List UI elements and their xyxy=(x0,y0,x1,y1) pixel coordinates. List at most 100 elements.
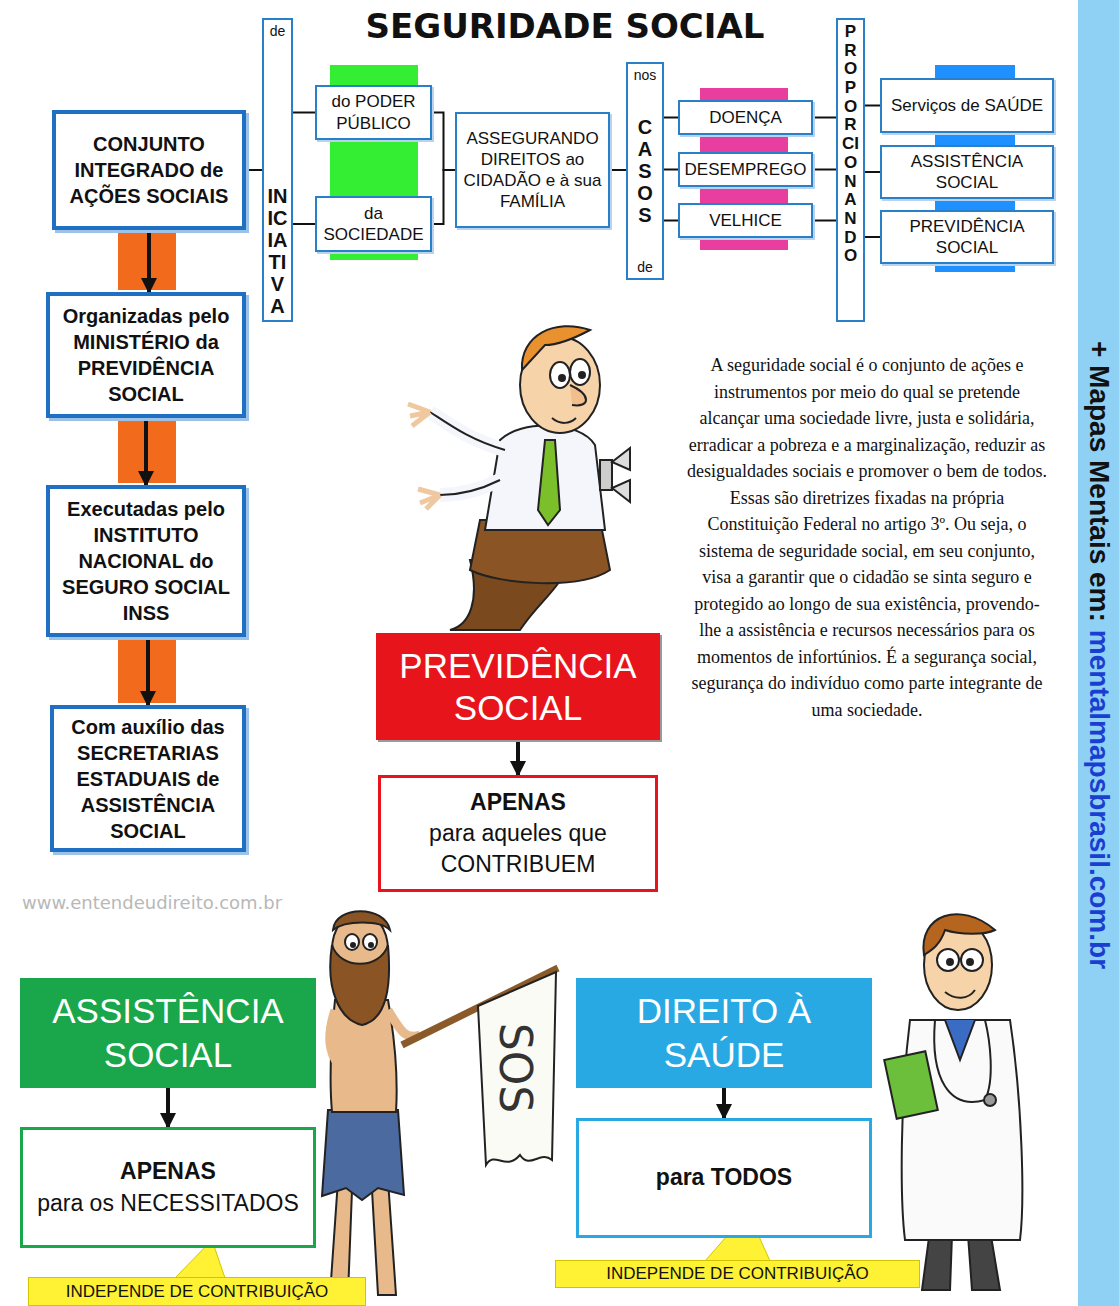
connector-line xyxy=(610,169,626,171)
node-text: para os NECESSITADOS xyxy=(37,1188,299,1219)
node-text: do PODER PÚBLICO xyxy=(321,91,426,134)
node-text: Com auxílio das SECRETARIAS ESTADUAIS de… xyxy=(60,714,236,844)
case-box: DOENÇA xyxy=(678,100,813,135)
organization-box: Executadas pelo INSTITUTO NACIONAL do SE… xyxy=(46,485,246,637)
action-box: CONJUNTO INTEGRADO de AÇÕES SOCIAIS xyxy=(52,110,246,230)
description-text: A seguridade social é o conjunto de açõe… xyxy=(686,352,1048,723)
vertical-box: nosCASOSde xyxy=(626,62,664,280)
vertical-box: PROPORCIONANDO xyxy=(836,18,865,322)
homeless-man-part xyxy=(363,934,377,950)
doctor-part xyxy=(923,914,995,955)
connector-line xyxy=(865,171,880,173)
connector-line xyxy=(246,169,262,171)
doctor-part xyxy=(984,1094,996,1106)
clockwork-man-part xyxy=(612,448,630,502)
source-box: do PODER PÚBLICO xyxy=(315,85,432,140)
node-text: PREVIDÊNCIA SOCIAL xyxy=(376,645,660,729)
flow-arrow xyxy=(147,230,151,292)
color-band-part xyxy=(118,232,176,290)
service-box: ASSISTÊNCIA SOCIAL xyxy=(880,145,1054,199)
node-text: para TODOS xyxy=(656,1162,792,1193)
service-box: Serviços de SAÚDE xyxy=(880,78,1054,133)
node-text: mentalmapsbrasil.com.br xyxy=(1084,630,1115,969)
source-box: da SOCIEDADE xyxy=(315,196,432,252)
homeless-man-part xyxy=(351,943,355,947)
node-text: Serviços de SAÚDE xyxy=(891,95,1043,116)
clockwork-man-part xyxy=(440,480,500,495)
flag-text: SOS xyxy=(490,1023,541,1114)
node-text: DIREITO À SAÚDE xyxy=(576,989,872,1077)
callout-note: INDEPENDE DE CONTRIBUIÇÃO xyxy=(28,1277,366,1306)
node-text: INDEPENDE DE CONTRIBUIÇÃO xyxy=(606,1264,869,1284)
connector-line xyxy=(664,169,678,171)
clockwork-man-part xyxy=(440,480,500,495)
flow-arrow xyxy=(722,1088,726,1118)
connector-line xyxy=(432,170,455,224)
homeless-man-part xyxy=(330,945,389,1025)
flow-arrow xyxy=(166,1088,170,1127)
node-text: Organizadas pelo MINISTÉRIO da PREVIDÊNC… xyxy=(56,303,236,407)
case-box: DESEMPREGO xyxy=(678,152,813,187)
diagram-title: SEGURIDADE SOCIAL xyxy=(330,6,800,46)
doctor-part xyxy=(937,949,959,971)
node-text: + Mapas Mentais em: xyxy=(1084,341,1115,622)
homeless-man-part xyxy=(388,1010,420,1036)
clockwork-man xyxy=(408,326,630,630)
node-text: para aqueles que CONTRIBUEM xyxy=(385,818,651,880)
connector-line xyxy=(664,220,678,222)
connector-line xyxy=(813,220,836,222)
clockwork-man-part xyxy=(559,375,565,381)
node-text: PREVIDÊNCIA SOCIAL xyxy=(886,216,1048,259)
clockwork-man-part xyxy=(430,412,505,450)
color-band-part xyxy=(118,639,176,703)
node-text: DOENÇA xyxy=(709,107,782,128)
homeless-man-part xyxy=(330,1010,345,1070)
node-text: APENAS xyxy=(470,787,566,818)
doctor-part xyxy=(945,1020,975,1060)
homeless-man-part xyxy=(333,911,390,930)
pillar-body: APENASpara os NECESSITADOS xyxy=(20,1127,316,1248)
connector-line xyxy=(293,223,315,225)
callout-note: INDEPENDE DE CONTRIBUIÇÃO xyxy=(555,1260,920,1288)
clockwork-man-part xyxy=(408,404,440,509)
doctor-part xyxy=(884,1051,938,1118)
flow-arrow xyxy=(144,418,148,485)
connector-line xyxy=(813,169,836,171)
connector-line xyxy=(813,117,836,119)
doctor-part xyxy=(945,990,975,998)
service-box: PREVIDÊNCIA SOCIAL xyxy=(880,210,1054,264)
organization-box: Organizadas pelo MINISTÉRIO da PREVIDÊNC… xyxy=(46,292,246,418)
organization-box: Com auxílio das SECRETARIAS ESTADUAIS de… xyxy=(50,705,246,852)
clockwork-man-part xyxy=(538,440,560,525)
homeless-man-part xyxy=(478,972,556,1165)
node-text: de xyxy=(270,23,286,39)
clockwork-man-part xyxy=(579,372,585,378)
node-text: ASSISTÊNCIA SOCIAL xyxy=(20,989,316,1077)
pillar-header: ASSISTÊNCIA SOCIAL xyxy=(20,978,316,1088)
vertical-text: CASOS xyxy=(635,116,655,226)
node-text: ASSEGURANDO DIREITOS ao CIDADÃO e à sua … xyxy=(461,128,604,213)
connector-line xyxy=(293,112,315,114)
node-text: INDEPENDE DE CONTRIBUIÇÃO xyxy=(66,1282,329,1302)
pillar-header: DIREITO À SAÚDE xyxy=(576,978,872,1088)
connector-line xyxy=(865,105,880,107)
doctor-part xyxy=(934,1020,991,1102)
clockwork-man-part xyxy=(550,362,570,388)
watermark: www.entendeudireito.com.br xyxy=(22,892,282,913)
node-text: de xyxy=(637,259,653,275)
doctor xyxy=(884,914,1022,1290)
clockwork-man-part xyxy=(430,412,505,450)
pillar-body: APENASpara aqueles que CONTRIBUEM xyxy=(378,775,658,892)
clockwork-man-part xyxy=(570,385,586,405)
doctor-part xyxy=(947,959,953,965)
clockwork-man-part xyxy=(600,460,612,490)
node-text: DESEMPREGO xyxy=(685,159,807,180)
doctor-part xyxy=(961,949,983,971)
pillar-body: para TODOS xyxy=(576,1118,872,1238)
banner-text: + Mapas Mentais em: mentalmapsbrasil.com.… xyxy=(1083,341,1115,969)
homeless-man-part xyxy=(369,943,373,947)
connector-line xyxy=(865,236,880,238)
connector-line xyxy=(664,117,678,119)
doctor-part xyxy=(967,959,973,965)
clockwork-man-part xyxy=(552,418,576,423)
